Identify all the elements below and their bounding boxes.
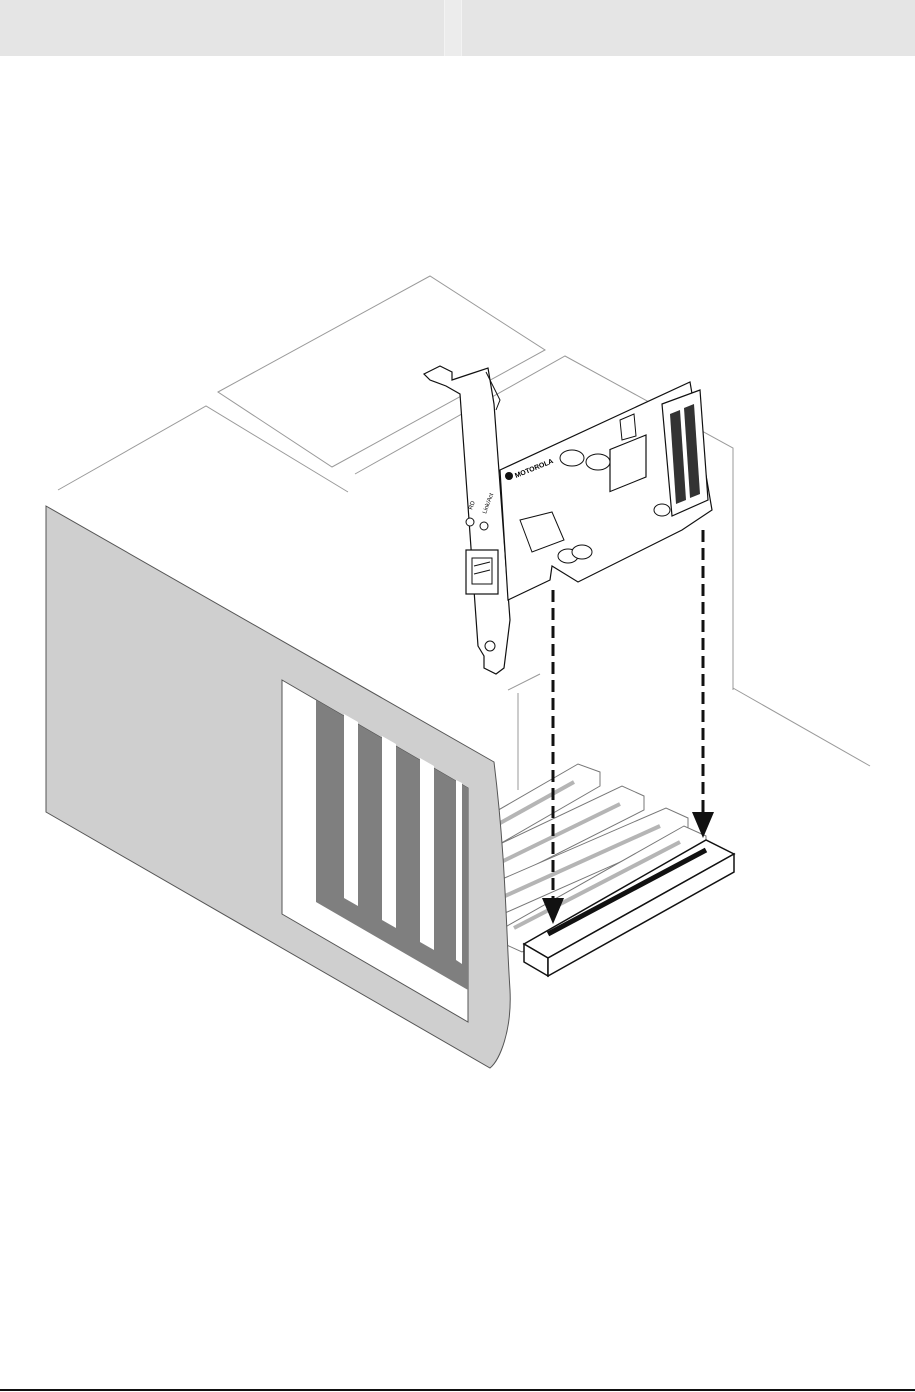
motorola-logo (505, 472, 513, 480)
capacitor-5 (654, 504, 670, 516)
rj11-port (466, 550, 498, 594)
led-link-act (480, 522, 488, 530)
footer-rule (0, 1389, 915, 1391)
capacitor-1 (560, 450, 584, 466)
bracket-screw-hole (485, 641, 495, 651)
capacitor-2 (586, 454, 610, 470)
network-card: RD Link/Act MOTOROLA (424, 366, 712, 674)
capacitor-4 (572, 545, 592, 559)
led-rd (466, 518, 474, 526)
pc-case-panel (46, 506, 510, 1068)
